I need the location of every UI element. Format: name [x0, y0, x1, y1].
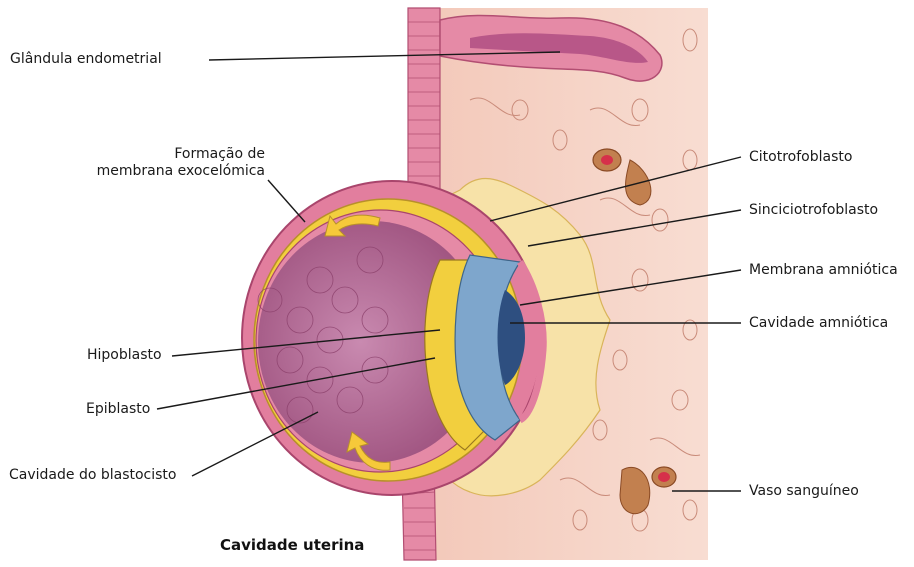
label-vaso-sanguineo: Vaso sanguíneo	[749, 482, 859, 500]
label-citotrofoblasto: Citotrofoblasto	[749, 148, 852, 166]
label-hipoblasto: Hipoblasto	[87, 346, 162, 364]
label-cavidade-blastocisto: Cavidade do blastocisto	[9, 466, 177, 484]
label-membrana-amniotica: Membrana amniótica	[749, 261, 898, 279]
label-formacao-line1: Formação de	[85, 145, 265, 163]
label-formacao-line2: membrana exocelómica	[85, 162, 265, 180]
label-epiblasto: Epiblasto	[86, 400, 150, 418]
label-cavidade-amniotica: Cavidade amniótica	[749, 314, 888, 332]
leader-formacao	[268, 180, 305, 222]
caption-cavidade-uterina: Cavidade uterina	[220, 536, 364, 554]
label-glandula-endometrial: Glândula endometrial	[10, 50, 162, 68]
label-sinciciotrofoblasto: Sinciciotrofoblasto	[749, 201, 878, 219]
